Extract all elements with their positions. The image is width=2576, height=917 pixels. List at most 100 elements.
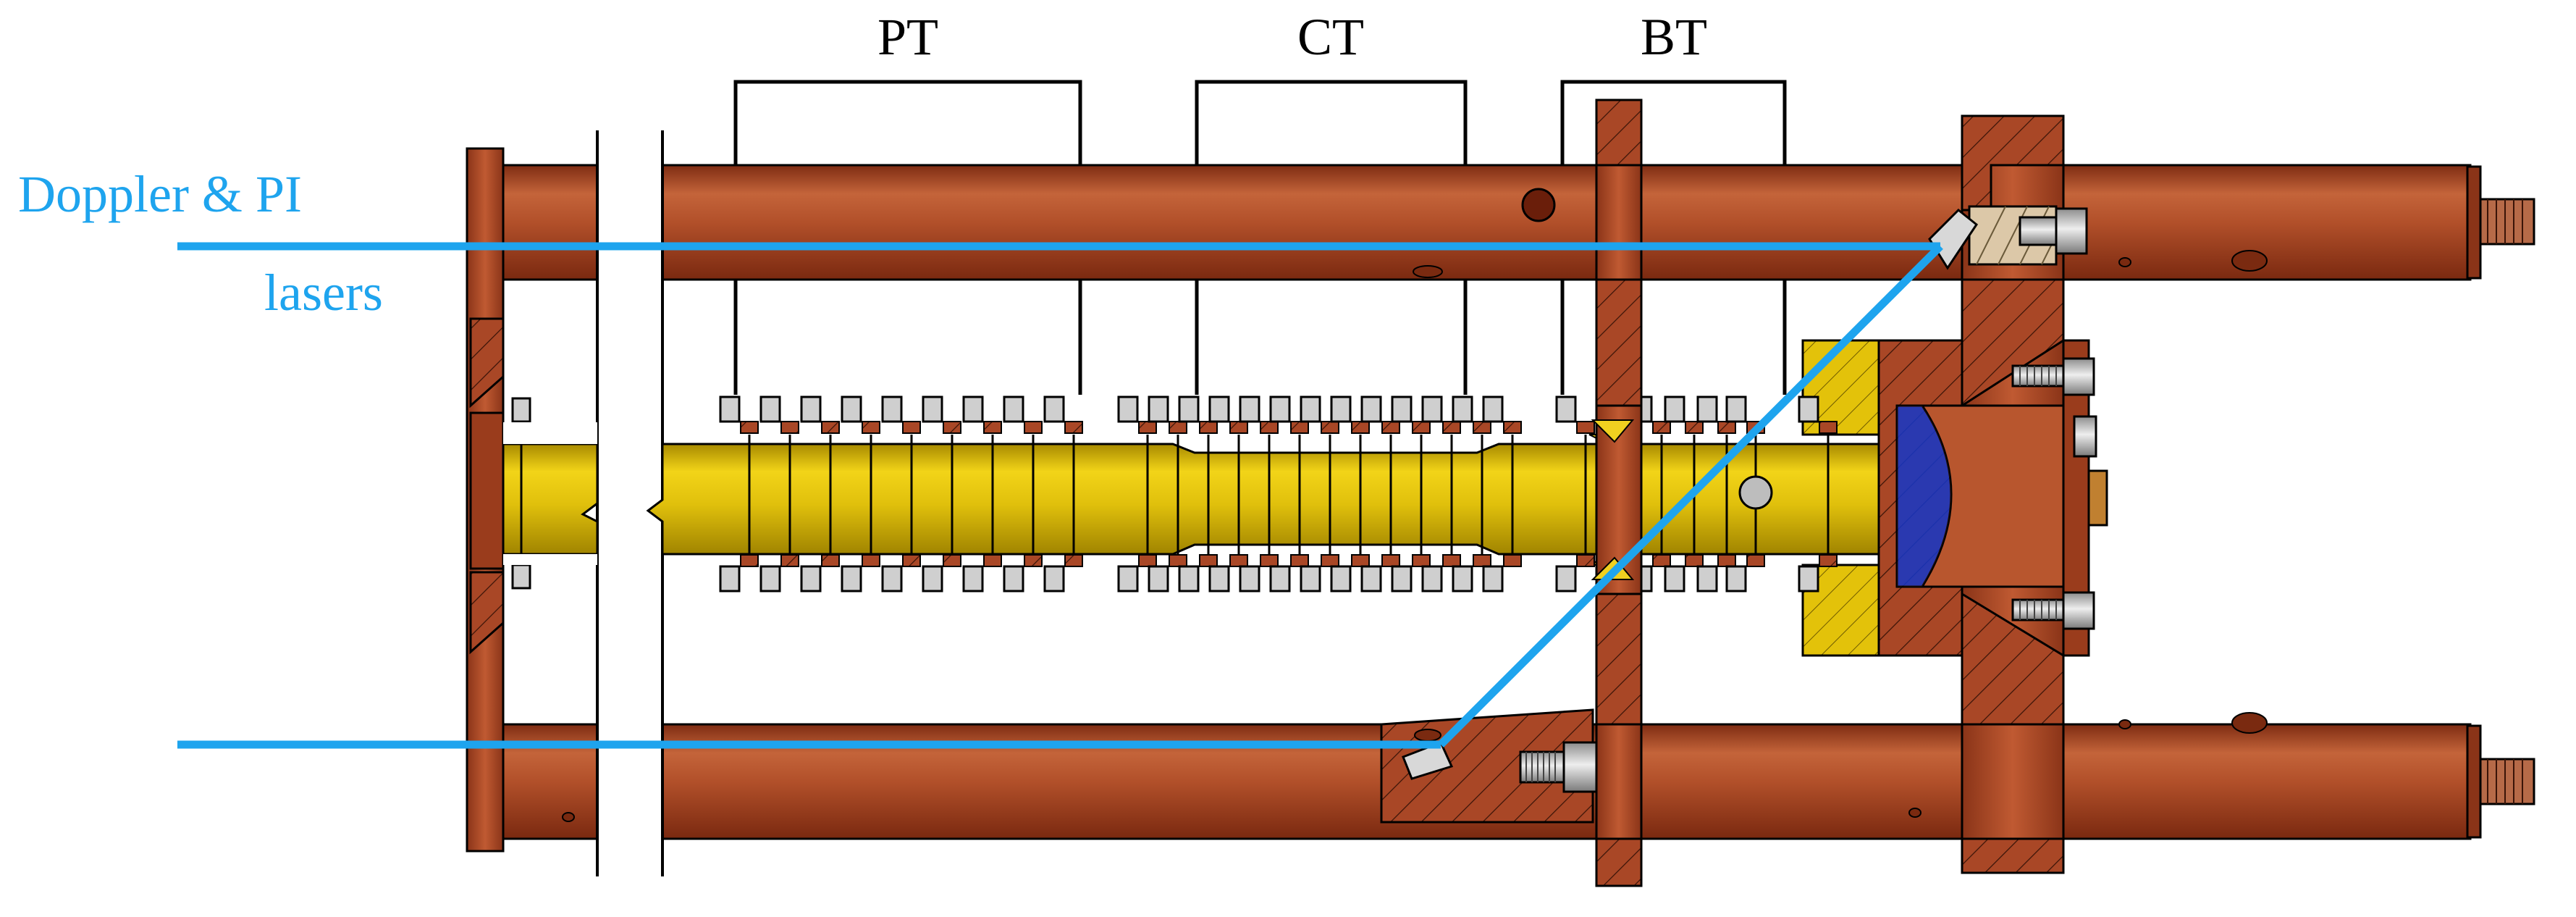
region-label-bt: BT	[1641, 8, 1707, 66]
ring-tooth-t	[1360, 395, 1382, 423]
ring-holder-b	[1473, 554, 1491, 567]
ring-tooth-b	[1148, 565, 1169, 593]
ring-holder-b	[902, 554, 921, 567]
laser-label-line2: lasers	[264, 264, 383, 322]
ring-tooth-b	[800, 565, 822, 593]
ring-tooth-t	[1421, 395, 1443, 423]
ring-tooth-b	[1555, 565, 1577, 593]
laser-label: Doppler & PI lasers	[18, 165, 383, 322]
ring-tooth-t	[1798, 395, 1819, 423]
ring-holder-b	[1503, 554, 1522, 567]
ring-tooth-t	[1664, 395, 1685, 423]
ring-holder-b	[1685, 554, 1704, 567]
region-label-pt: PT	[877, 8, 938, 66]
flange-screws	[2011, 357, 2097, 630]
ring-holder-b	[821, 554, 840, 567]
region-label-ct: CT	[1297, 8, 1364, 66]
ring-tooth-b	[881, 565, 903, 593]
ring-tooth-t	[962, 395, 984, 423]
ring-holder-b	[1064, 554, 1083, 567]
ring-tooth-t	[1269, 395, 1291, 423]
ring-holder-b	[1260, 554, 1279, 567]
ring-tooth-b	[841, 565, 862, 593]
ring-holder-t	[862, 421, 880, 434]
left-end-plate	[466, 147, 505, 853]
ring-tooth-b	[1003, 565, 1024, 593]
laser-beams	[177, 242, 1943, 749]
ring-tooth-b	[1178, 565, 1200, 593]
ring-tooth-b	[719, 565, 741, 593]
ring-holder-b	[1412, 554, 1431, 567]
ring-holder-b	[740, 554, 759, 567]
ring-holder-b	[1442, 554, 1461, 567]
ring-tooth-b	[1239, 565, 1260, 593]
screw-mid-upper	[2073, 415, 2097, 458]
ring-holder-t	[1290, 421, 1309, 434]
ring-tooth-b	[1452, 565, 1473, 593]
ring-tooth-t	[1117, 395, 1139, 423]
ring-tooth-t	[1330, 395, 1352, 423]
ring-tooth-b	[1300, 565, 1321, 593]
ring-holder-t	[1503, 421, 1522, 434]
ring-holder-t	[740, 421, 759, 434]
ring-holder-t	[780, 421, 799, 434]
ring-tooth-b	[759, 565, 781, 593]
ring-tooth-t	[1725, 395, 1747, 423]
ring-holder-b	[943, 554, 961, 567]
ring-tooth-t	[841, 395, 862, 423]
ring-tooth-b	[1043, 565, 1065, 593]
left-pins	[503, 397, 597, 590]
ring-holder-t	[1412, 421, 1431, 434]
ring-holder-t	[1138, 421, 1157, 434]
ring-holder-t	[1442, 421, 1461, 434]
lens	[1895, 404, 1953, 588]
ring-tooth-t	[1239, 395, 1260, 423]
ring-tooth-b	[1696, 565, 1718, 593]
ring-tooth-t	[759, 395, 781, 423]
ring-holder-t	[1819, 421, 1838, 434]
ring-tooth-b	[1360, 565, 1382, 593]
ring-holder-b	[1229, 554, 1248, 567]
ring-tooth-b	[1421, 565, 1443, 593]
ring-tooth-t	[1555, 395, 1577, 423]
ring-tooth-t	[1696, 395, 1718, 423]
ring-holder-t	[1229, 421, 1248, 434]
ring-holder-b	[1717, 554, 1736, 567]
ring-tooth-b	[1330, 565, 1352, 593]
ring-holder-t	[1024, 421, 1043, 434]
ring-holder-t	[1260, 421, 1279, 434]
ring-holder-b	[1321, 554, 1339, 567]
ring-tooth-b	[1117, 565, 1139, 593]
ring-tooth-t	[1003, 395, 1024, 423]
ring-tooth-t	[1391, 395, 1413, 423]
ring-holder-b	[1290, 554, 1309, 567]
laser-beam-diagonal	[1438, 243, 1943, 748]
laser-label-line1: Doppler & PI	[18, 165, 302, 223]
ring-holder-t	[821, 421, 840, 434]
ring-holder-b	[1576, 554, 1595, 567]
ring-holder-t	[1576, 421, 1595, 434]
bottom-mirror-mount	[1380, 708, 1594, 824]
ring-tooth-b	[922, 565, 943, 593]
ring-tooth-b	[1798, 565, 1819, 593]
ring-tooth-t	[800, 395, 822, 423]
ring-holder-t	[1381, 421, 1400, 434]
ring-holder-b	[1138, 554, 1157, 567]
ring-holder-t	[1351, 421, 1370, 434]
bottom-rod	[502, 708, 2535, 840]
ring-holder-t	[1199, 421, 1218, 434]
ring-tooth-t	[1208, 395, 1230, 423]
ring-tooth-b	[1482, 565, 1504, 593]
ring-holder-t	[1473, 421, 1491, 434]
ring-holder-t	[1652, 421, 1671, 434]
top-mirror-mount	[1928, 205, 2088, 270]
ring-holder-b	[1819, 554, 1838, 567]
ring-tooth-b	[1664, 565, 1685, 593]
top-rod-thread	[2479, 198, 2535, 246]
ring-holder-b	[1381, 554, 1400, 567]
ring-tooth-t	[1300, 395, 1321, 423]
ring-holder-b	[1199, 554, 1218, 567]
ring-tooth-b	[962, 565, 984, 593]
ring-holder-t	[1064, 421, 1083, 434]
